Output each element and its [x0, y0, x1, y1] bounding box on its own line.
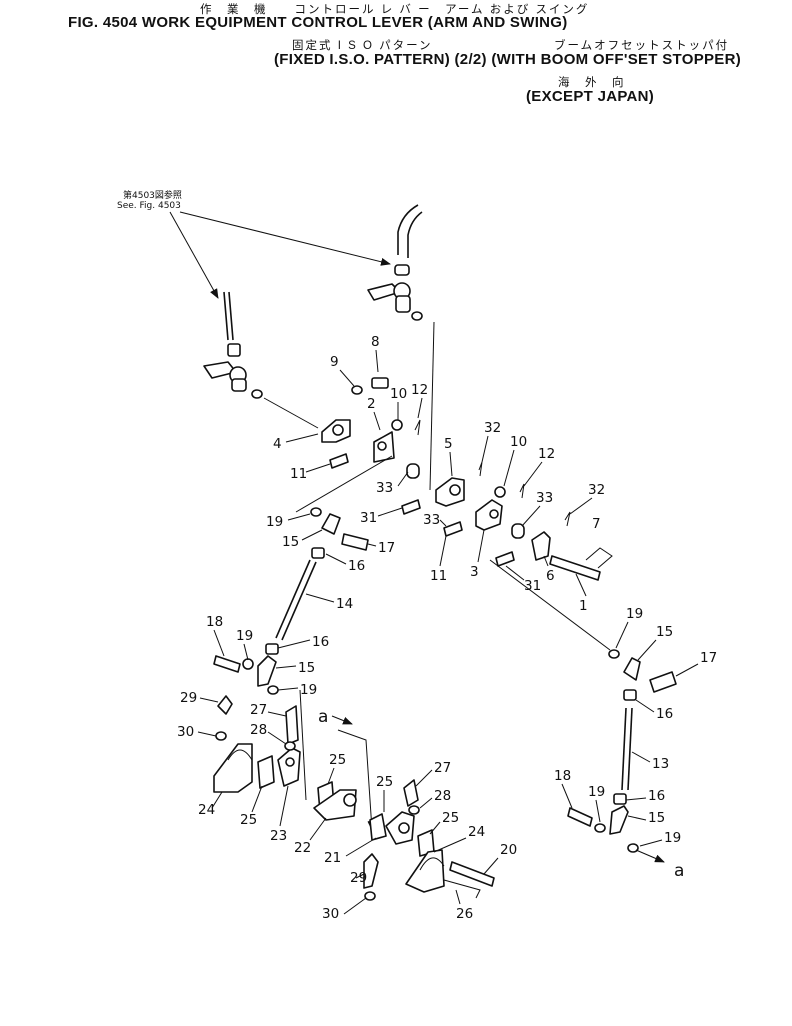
- part-number-18-right: 18: [554, 768, 571, 784]
- part-number-28: 28: [250, 722, 267, 738]
- part-number-25-right: 25: [442, 810, 459, 826]
- part-number-19-right-bottom: 19: [664, 830, 681, 846]
- reference-arrow-right: [179, 211, 391, 266]
- part-number-29-lower: 29: [350, 870, 367, 886]
- part-number-24: 24: [198, 802, 215, 818]
- part-number-19-right-lower: 19: [588, 784, 605, 800]
- upper-left-bracket-assembly: [295, 377, 421, 513]
- part-number-16-right-lower: 16: [648, 788, 665, 804]
- part-number-22: 22: [294, 840, 311, 856]
- part-number-25-lower: 25: [376, 774, 393, 790]
- figure-region-note: (EXCEPT JAPAN): [526, 88, 655, 105]
- part-number-1: 1: [579, 598, 588, 614]
- part-number-27: 27: [250, 702, 267, 718]
- part-number-4: 4: [273, 436, 282, 452]
- right-rod-assembly: [567, 649, 677, 863]
- part-number-7: 7: [592, 516, 601, 532]
- part-number-19-lower: 19: [300, 682, 317, 698]
- part-number-25-center: 25: [329, 752, 346, 768]
- part-callouts: 1 2 3 4 5 6 7 8 9 10 12 11 32 10 12 33 3…: [177, 334, 717, 922]
- left-rod-assembly: [213, 507, 369, 801]
- part-number-19-left: 19: [236, 628, 253, 644]
- part-number-17: 17: [378, 540, 395, 556]
- lower-left-bracket-assembly: [213, 695, 301, 793]
- part-number-20: 20: [500, 842, 517, 858]
- part-number-33: 33: [376, 480, 393, 496]
- part-number-12-center: 12: [538, 446, 555, 462]
- part-number-29: 29: [180, 690, 197, 706]
- flow-marker-left: a: [318, 707, 328, 727]
- flow-marker-arrow-left: [331, 715, 353, 725]
- part-number-11-center: 11: [430, 568, 447, 584]
- part-number-21: 21: [324, 850, 341, 866]
- part-number-19: 19: [266, 514, 283, 530]
- part-number-26: 26: [456, 906, 473, 922]
- title-japanese-line1: 作 業 機 コントロール レ バ ー アーム および スイング: [200, 4, 590, 16]
- part-number-16-left: 16: [312, 634, 329, 650]
- part-number-8: 8: [371, 334, 380, 350]
- part-number-10: 10: [390, 386, 407, 402]
- part-number-24-right: 24: [468, 824, 485, 840]
- part-number-23: 23: [270, 828, 287, 844]
- part-number-33-right: 33: [536, 490, 553, 506]
- part-number-15-right: 15: [656, 624, 673, 640]
- part-number-31: 31: [360, 510, 377, 526]
- part-number-9: 9: [330, 354, 339, 370]
- part-number-30-lower: 30: [322, 906, 339, 922]
- part-number-12: 12: [411, 382, 428, 398]
- part-number-16: 16: [348, 558, 365, 574]
- part-number-5: 5: [444, 436, 453, 452]
- upper-left-lever-assembly: [203, 291, 319, 429]
- part-number-33-center: 33: [423, 512, 440, 528]
- part-number-2: 2: [367, 396, 376, 412]
- part-number-6: 6: [546, 568, 555, 584]
- part-number-19-right: 19: [626, 606, 643, 622]
- flow-marker-right: a: [674, 861, 684, 881]
- part-number-25: 25: [240, 812, 257, 828]
- reference-note: See. Fig. 4503: [117, 201, 181, 211]
- part-number-31-right: 31: [524, 578, 541, 594]
- part-number-27-center: 27: [434, 760, 451, 776]
- figure-title: FIG. 4504 WORK EQUIPMENT CONTROL LEVER (…: [68, 14, 568, 31]
- part-number-10-center: 10: [510, 434, 527, 450]
- part-number-13: 13: [652, 756, 669, 772]
- title-japanese-line3-right: ブームオフセットストッパ付: [554, 40, 730, 52]
- part-number-32-right: 32: [588, 482, 605, 498]
- part-number-30: 30: [177, 724, 194, 740]
- part-number-16-right: 16: [656, 706, 673, 722]
- lower-center-bracket-assembly: [313, 729, 495, 901]
- part-number-32: 32: [484, 420, 501, 436]
- reference-note-japanese: 第4503図参照: [123, 189, 182, 201]
- part-number-15: 15: [282, 534, 299, 550]
- center-bracket-assembly: [401, 461, 613, 651]
- figure-subtitle: (FIXED I.S.O. PATTERN) (2/2) (WITH BOOM …: [274, 51, 742, 68]
- part-number-15-right-lower: 15: [648, 810, 665, 826]
- upper-right-lever-assembly: [367, 204, 435, 491]
- title-japanese-line3-left: 固定式 I S O パターン: [292, 40, 433, 52]
- part-number-3: 3: [470, 564, 479, 580]
- part-number-17-right: 17: [700, 650, 717, 666]
- part-number-18: 18: [206, 614, 223, 630]
- part-number-14: 14: [336, 596, 353, 612]
- title-japanese-line5: 海 外 向: [558, 77, 626, 89]
- part-number-28-center: 28: [434, 788, 451, 804]
- reference-arrow-left: [169, 211, 219, 299]
- part-number-11: 11: [290, 466, 307, 482]
- part-number-15-left: 15: [298, 660, 315, 676]
